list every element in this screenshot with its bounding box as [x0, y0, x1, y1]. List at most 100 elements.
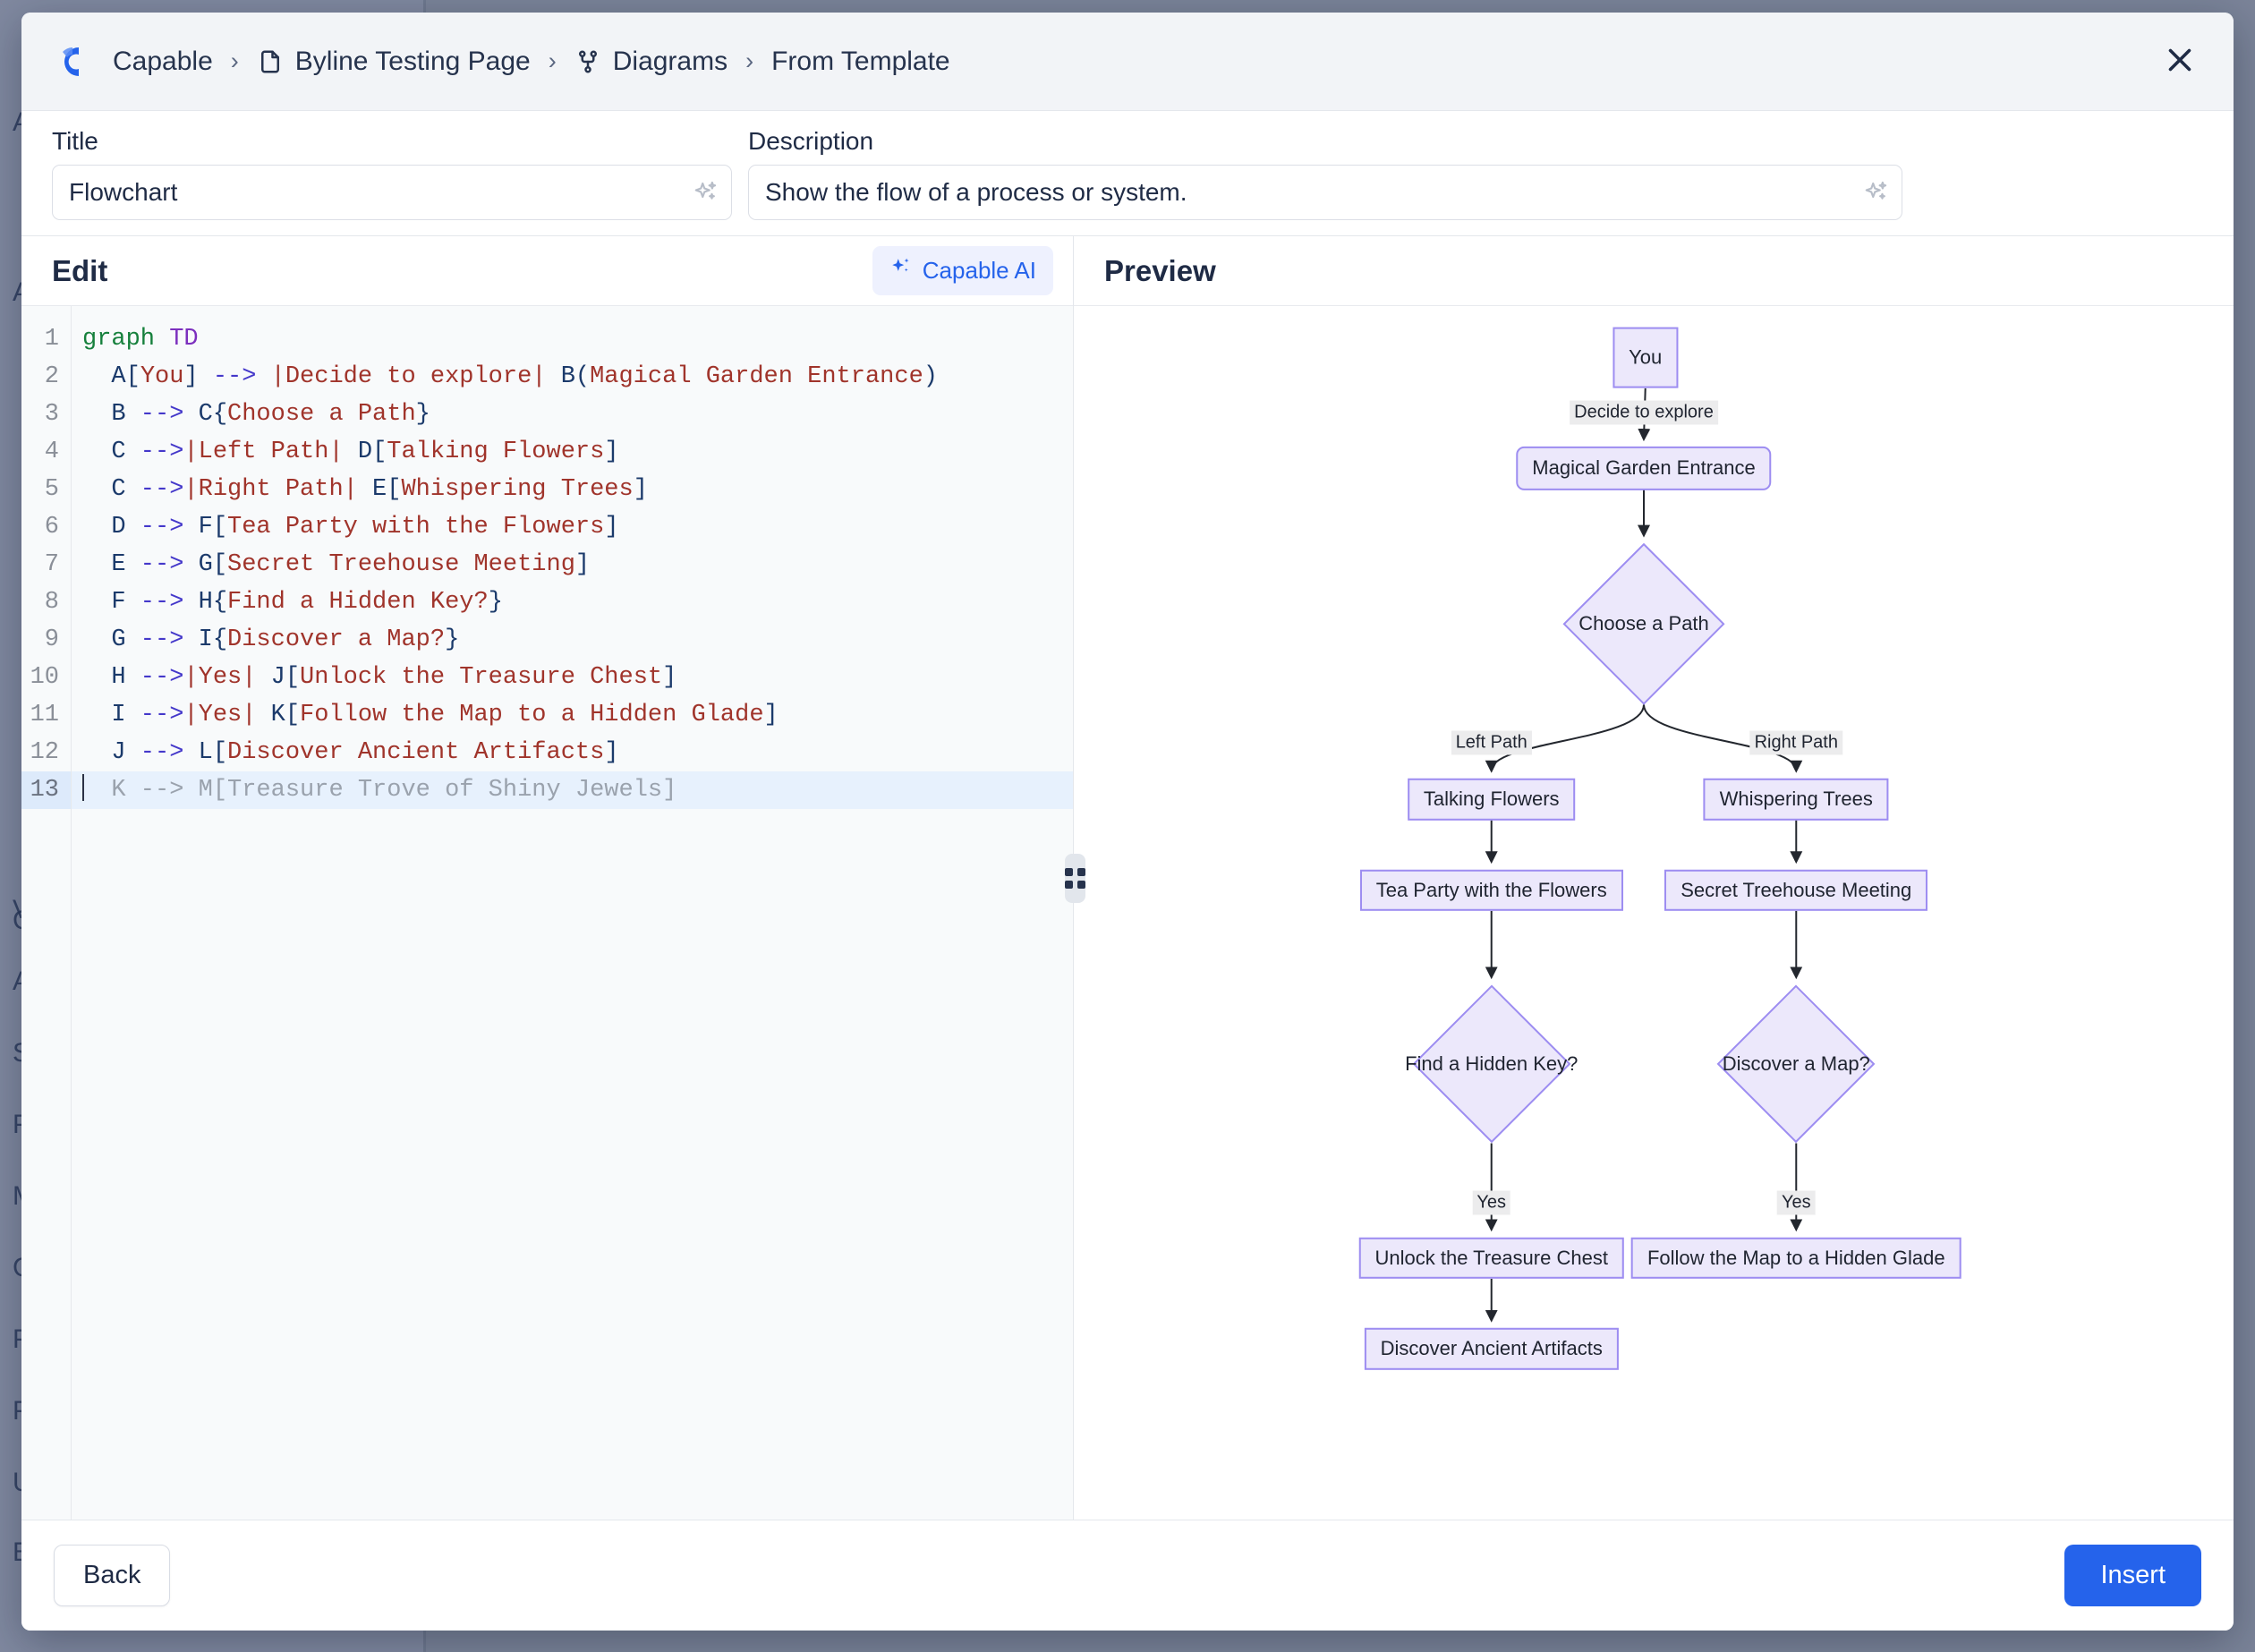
code-token: -->	[125, 551, 199, 578]
line-number: 4	[44, 439, 59, 465]
code-token: }	[445, 626, 460, 653]
code-token: J	[256, 664, 285, 691]
line-number: 10	[30, 664, 59, 691]
breadcrumb-label: Diagrams	[612, 46, 728, 76]
diagram-edge-label: Decide to explore	[1570, 400, 1718, 425]
breadcrumb-item-from-template[interactable]: From Template	[771, 47, 950, 77]
diagram-node-label: Choose a Path	[1578, 612, 1709, 635]
code-token: Magical Garden Entrance	[590, 363, 923, 390]
edit-pane-title: Edit	[52, 253, 108, 287]
code-token: {	[212, 401, 228, 428]
code-token: E	[82, 551, 126, 578]
code-token: [	[212, 739, 228, 766]
code-token: |Right Path|	[183, 476, 358, 503]
code-token: Find a Hidden Key?	[227, 589, 489, 616]
code-token: |Left Path|	[183, 439, 344, 465]
code-token: ]	[633, 476, 648, 503]
diagram-node[interactable]: Whispering Trees	[1703, 778, 1889, 821]
code-token: E	[357, 476, 387, 503]
code-token: Discover a Map?	[227, 626, 446, 653]
close-button[interactable]	[2157, 38, 2203, 85]
capable-ai-button-label: Capable AI	[922, 257, 1036, 284]
code-area[interactable]: graph TD A[You] --> |Decide to explore| …	[72, 306, 1073, 1520]
line-number: 6	[44, 514, 59, 541]
diagram-node[interactable]: Magical Garden Entrance	[1516, 447, 1772, 490]
description-label: Description	[748, 127, 874, 155]
diagram-edge-label: Left Path	[1451, 730, 1532, 755]
diagram-node[interactable]: Tea Party with the Flowers	[1359, 869, 1623, 911]
breadcrumb-item-byline-testing-page[interactable]: Byline Testing Page	[257, 47, 531, 77]
code-token: {	[212, 626, 228, 653]
code-line[interactable]: C -->|Left Path| D[Talking Flowers]	[72, 433, 1073, 471]
breadcrumb-separator: ›	[745, 47, 754, 74]
drag-grid-icon[interactable]	[1064, 853, 1085, 903]
code-line[interactable]: K --> M[Treasure Trove of Shiny Jewels]	[72, 771, 1073, 809]
code-token: C	[82, 439, 126, 465]
diagram-node[interactable]: Unlock the Treasure Chest	[1358, 1237, 1624, 1279]
code-line[interactable]: J --> L[Discover Ancient Artifacts]	[72, 734, 1073, 771]
title-label: Title	[52, 127, 98, 155]
breadcrumb: Capable › Byline Testing Page ›	[113, 47, 950, 77]
code-token: |Decide to explore|	[270, 363, 547, 390]
document-icon	[257, 48, 284, 75]
diagram-edge	[1643, 704, 1803, 773]
code-token: D	[343, 439, 373, 465]
code-token: }	[488, 589, 503, 616]
code-line[interactable]: F --> H{Find a Hidden Key?}	[72, 583, 1073, 621]
capable-ai-button[interactable]: Capable AI	[872, 246, 1053, 295]
code-token: -->	[125, 626, 199, 653]
breadcrumb-item-diagrams[interactable]: Diagrams	[574, 47, 728, 77]
breadcrumb-label: From Template	[771, 46, 950, 76]
code-token: Unlock the Treasure Chest	[300, 664, 663, 691]
title-input[interactable]	[52, 165, 732, 220]
code-token: {	[212, 589, 228, 616]
code-token: |Yes|	[183, 702, 257, 728]
diagram-node[interactable]: You	[1613, 327, 1679, 388]
pane-splitter[interactable]	[1064, 236, 1085, 1520]
code-line[interactable]: C -->|Right Path| E[Whispering Trees]	[72, 471, 1073, 508]
diagram-node[interactable]: Talking Flowers	[1407, 778, 1576, 821]
code-token: -->	[125, 401, 199, 428]
code-token: Choose a Path	[227, 401, 416, 428]
breadcrumb-item-capable[interactable]: Capable	[113, 47, 213, 77]
back-button[interactable]: Back	[54, 1545, 171, 1606]
metadata-form: Title Description	[21, 111, 2234, 236]
code-line[interactable]: G --> I{Discover a Map?}	[72, 621, 1073, 659]
code-token: -->	[125, 476, 184, 503]
code-token: -->	[125, 702, 184, 728]
code-line[interactable]: E --> G[Secret Treehouse Meeting]	[72, 546, 1073, 583]
diagram-node[interactable]: Secret Treehouse Meeting	[1664, 869, 1928, 911]
diagram-node[interactable]: Discover Ancient Artifacts	[1364, 1327, 1619, 1370]
diagram-template-modal: Capable › Byline Testing Page ›	[21, 13, 2234, 1631]
code-line[interactable]: A[You] --> |Decide to explore| B(Magical…	[72, 358, 1073, 396]
code-token: K --> M[Treasure Trove of Shiny Jewels]	[111, 777, 677, 804]
code-token: [	[212, 551, 228, 578]
line-number: 5	[44, 476, 59, 503]
diagram-node[interactable]: Follow the Map to a Hidden Glade	[1630, 1237, 1961, 1279]
code-line[interactable]: I -->|Yes| K[Follow the Map to a Hidden …	[72, 696, 1073, 734]
line-number: 13	[21, 771, 71, 809]
code-token: [	[212, 514, 228, 541]
code-token: ]	[183, 363, 199, 390]
modal-header: Capable › Byline Testing Page ›	[21, 13, 2234, 111]
code-token: [	[285, 664, 301, 691]
code-token: F	[198, 514, 213, 541]
line-number: 9	[44, 626, 59, 653]
breadcrumb-label: Byline Testing Page	[294, 46, 531, 76]
capable-logo-icon	[52, 41, 93, 82]
diagram-edge	[1485, 704, 1645, 773]
modal-footer: Back Insert	[21, 1520, 2234, 1631]
description-input[interactable]	[748, 165, 1902, 220]
code-token: You	[140, 363, 184, 390]
edit-pane-header: Edit Capable AI	[21, 236, 1073, 306]
code-line[interactable]: graph TD	[72, 320, 1073, 358]
code-line[interactable]: B --> C{Choose a Path}	[72, 396, 1073, 433]
code-token: |Yes|	[183, 664, 257, 691]
code-line[interactable]: D --> F[Tea Party with the Flowers]	[72, 508, 1073, 546]
code-token: Talking Flowers	[387, 439, 605, 465]
code-line[interactable]: H -->|Yes| J[Unlock the Treasure Chest]	[72, 659, 1073, 696]
insert-button[interactable]: Insert	[2064, 1545, 2201, 1606]
